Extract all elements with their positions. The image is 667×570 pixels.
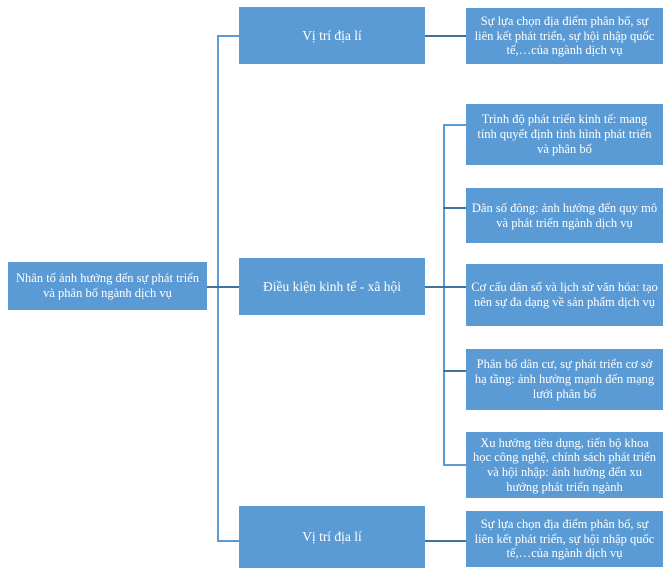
connector-middle-trunk (443, 124, 445, 466)
connector-child-5 (443, 464, 466, 466)
node-vi-tri-dia-li-bottom[interactable]: Vị trí địa lí (239, 506, 425, 568)
connector-level1-trunk (217, 35, 219, 541)
node-dan-so-dong-label: Dân số đông: ảnh hưởng đến quy mô và phá… (471, 200, 658, 230)
node-co-cau-dan-so-label: Cơ cấu dân số và lịch sử văn hóa: tạo nê… (471, 280, 658, 309)
node-vt-bottom-detail[interactable]: Sự lựa chọn địa điểm phân bố, sự liên kế… (466, 511, 663, 567)
node-vt-bottom-detail-label: Sự lựa chọn địa điểm phân bố, sự liên kế… (474, 516, 655, 561)
node-vt-top-detail[interactable]: Sự lựa chọn địa điểm phân bố, sự liên kế… (466, 8, 663, 64)
connector-level1-branch-bottom (217, 540, 239, 542)
node-xu-huong-tieu-dung-label: Xu hướng tiêu dụng, tiến bộ khoa học côn… (473, 435, 656, 494)
node-co-cau-dan-so[interactable]: Cơ cấu dân số và lịch sử văn hóa: tạo nê… (466, 264, 663, 326)
connector-child-2 (443, 207, 466, 209)
node-vi-tri-dia-li-bottom-label: Vị trí địa lí (302, 529, 362, 545)
node-dieu-kien-kinh-te-xa-hoi[interactable]: Điều kiện kinh tế - xã hội (239, 258, 425, 315)
node-root-label: Nhân tố ảnh hưởng đến sự phát triển và p… (16, 271, 199, 300)
node-trinh-do-phat-trien-label: Trình độ phát triển kinh tế: mang tính q… (477, 112, 652, 156)
node-trinh-do-phat-trien[interactable]: Trình độ phát triển kinh tế: mang tính q… (466, 104, 663, 165)
connector-level1-branch-top (217, 35, 239, 37)
node-dan-so-dong[interactable]: Dân số đông: ảnh hưởng đến quy mô và phá… (466, 188, 663, 243)
connector-child-3 (443, 286, 466, 288)
connector-child-4 (443, 370, 466, 372)
node-vi-tri-dia-li-top-label: Vị trí địa lí (302, 27, 362, 43)
connector-bottom-child (424, 540, 466, 542)
connector-level1-branch-middle (217, 286, 239, 288)
node-dieu-kien-kinh-te-xa-hoi-label: Điều kiện kinh tế - xã hội (263, 278, 401, 294)
node-root[interactable]: Nhân tố ảnh hưởng đến sự phát triển và p… (8, 262, 207, 310)
node-phan-bo-dan-cu[interactable]: Phân bố dân cư, sự phát triển cơ sở hạ t… (466, 349, 663, 410)
node-xu-huong-tieu-dung[interactable]: Xu hướng tiêu dụng, tiến bộ khoa học côn… (466, 432, 663, 498)
connector-top-child (424, 35, 466, 37)
node-vt-top-detail-label: Sự lựa chọn địa điểm phân bố, sự liên kế… (474, 13, 655, 58)
connector-child-1 (443, 124, 466, 126)
connector-middle-stub (424, 286, 444, 288)
node-phan-bo-dan-cu-label: Phân bố dân cư, sự phát triển cơ sở hạ t… (474, 357, 655, 401)
node-vi-tri-dia-li-top[interactable]: Vị trí địa lí (239, 7, 425, 64)
